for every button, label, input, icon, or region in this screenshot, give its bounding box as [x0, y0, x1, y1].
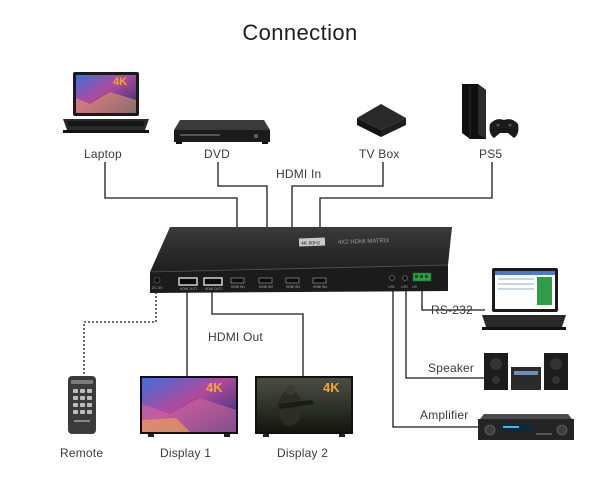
cable-display-2 [211, 289, 304, 376]
cables [83, 162, 493, 428]
dvd-player-icon [174, 120, 270, 144]
hdmi-in-port-3 [285, 277, 300, 284]
game-console-icon [462, 84, 519, 139]
source-label-tvbox: TV Box [359, 147, 400, 161]
display-2-icon: 4K [255, 376, 353, 437]
peripheral-label-speaker: Speaker [428, 361, 475, 375]
audio-port-1 [389, 275, 395, 281]
hdmi-out-port-2-label: HDMI OUT2 [205, 287, 223, 291]
cable-remote [83, 288, 157, 376]
page-title: Connection [242, 20, 358, 45]
hdmi-matrix-device: 4X2 HDMI MATRIX 4K 60Hz DC 5V HDMI OUT1 … [149, 227, 452, 293]
audio-port-2-label: L/R2 [401, 285, 408, 289]
hdmi-in-port-1-label: HDMI IN1 [231, 285, 245, 289]
speaker-icon [484, 353, 568, 390]
tv-box-icon [357, 104, 406, 137]
peripheral-label-rs232: RS-232 [431, 303, 473, 317]
hdmi-in-port-4 [312, 277, 327, 284]
power-jack [153, 276, 161, 284]
display-2-4k-badge: 4K [323, 380, 340, 395]
hdmi-out-port-1-label: HDMI OUT1 [180, 287, 198, 291]
rs232-laptop-icon [482, 268, 566, 330]
remote-icon [68, 376, 96, 434]
source-label-ps5: PS5 [479, 147, 503, 161]
audio-port-2 [402, 275, 408, 281]
amplifier-icon [478, 414, 574, 440]
peripheral-label-remote: Remote [60, 446, 104, 460]
hdmi-in-label: HDMI In [276, 167, 322, 181]
hdmi-out-label: HDMI Out [208, 330, 263, 344]
audio-port-3-label: L/R [412, 285, 418, 289]
hdmi-in-port-2 [258, 277, 273, 284]
device-tag-text: 4K 60Hz [301, 240, 321, 247]
device-brand-text: 4X2 HDMI MATRIX [338, 238, 390, 246]
power-label: DC 5V [152, 286, 163, 290]
display-label-2: Display 2 [277, 446, 329, 460]
cable-rs232 [421, 288, 485, 311]
peripheral-label-amplifier: Amplifier [420, 408, 469, 422]
hdmi-in-port-4-label: HDMI IN4 [313, 285, 327, 289]
hdmi-in-port-2-label: HDMI IN2 [259, 285, 273, 289]
display-1-4k-badge: 4K [206, 380, 223, 395]
laptop-4k-badge: 4K [113, 76, 127, 88]
hdmi-out-port-1 [178, 277, 198, 286]
hdmi-in-port-1 [230, 277, 245, 284]
audio-port-1-label: L/R1 [388, 285, 395, 289]
cable-amplifier [392, 289, 478, 428]
source-label-laptop: Laptop [84, 147, 122, 161]
source-label-dvd: DVD [204, 147, 230, 161]
hdmi-in-port-3-label: HDMI IN3 [286, 285, 300, 289]
hdmi-out-port-2 [203, 277, 223, 286]
display-label-1: Display 1 [160, 446, 212, 460]
display-1-icon: 4K [140, 376, 238, 437]
laptop-icon: 4K [63, 72, 149, 133]
cable-speaker [405, 289, 484, 379]
